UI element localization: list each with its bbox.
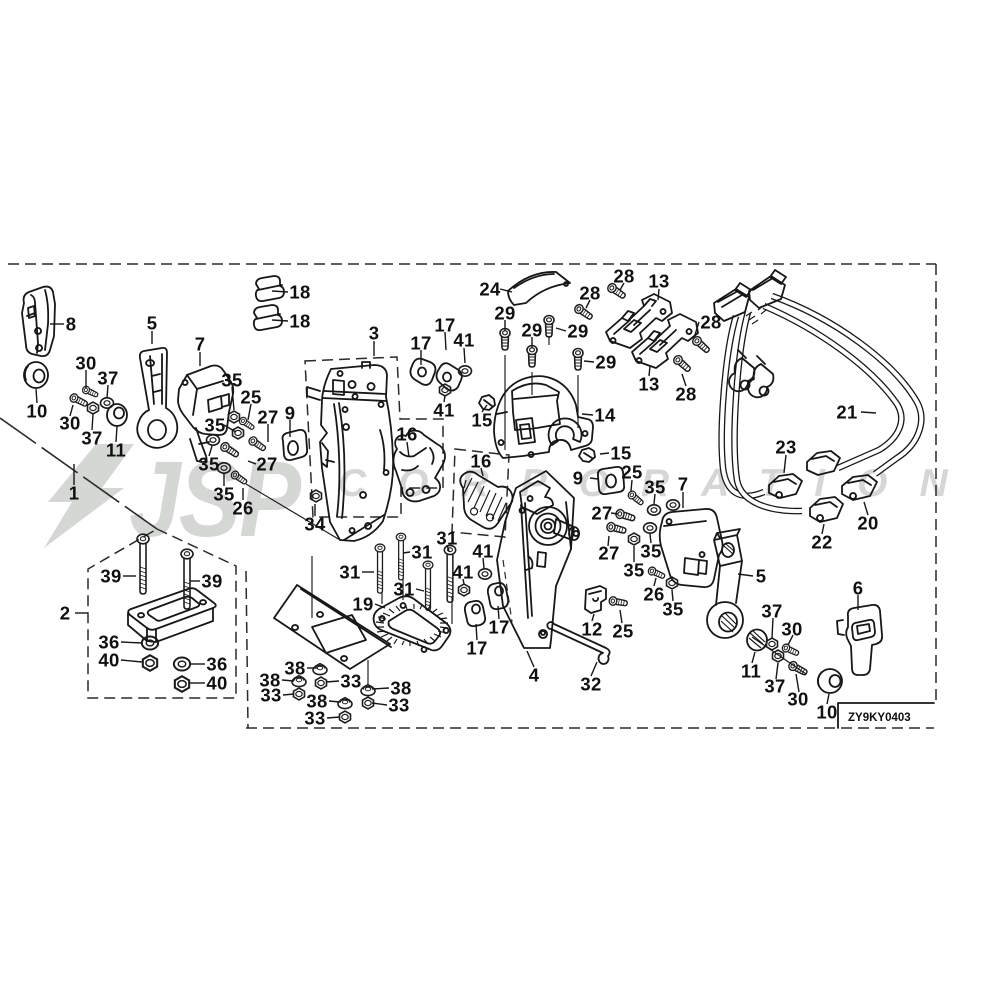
- svg-text:14: 14: [594, 405, 616, 426]
- svg-text:35: 35: [198, 454, 219, 475]
- svg-text:29: 29: [521, 320, 542, 341]
- svg-text:31: 31: [436, 528, 457, 549]
- svg-text:34: 34: [304, 514, 326, 535]
- svg-text:25: 25: [612, 621, 633, 642]
- svg-text:41: 41: [472, 541, 493, 562]
- svg-text:11: 11: [741, 661, 761, 682]
- svg-text:17: 17: [466, 638, 487, 659]
- svg-text:35: 35: [640, 541, 661, 562]
- svg-text:35: 35: [623, 560, 644, 581]
- svg-text:28: 28: [613, 266, 634, 287]
- svg-text:40: 40: [98, 650, 119, 671]
- svg-text:10: 10: [26, 401, 47, 422]
- svg-text:JSP: JSP: [129, 439, 302, 559]
- svg-text:41: 41: [433, 400, 454, 421]
- svg-text:20: 20: [857, 513, 878, 534]
- svg-text:26: 26: [232, 498, 253, 519]
- svg-text:29: 29: [567, 321, 588, 342]
- svg-text:21: 21: [836, 402, 857, 423]
- svg-text:9: 9: [285, 403, 296, 424]
- svg-text:29: 29: [494, 303, 515, 324]
- svg-text:26: 26: [643, 584, 664, 605]
- svg-text:27: 27: [257, 407, 278, 428]
- svg-text:16: 16: [396, 424, 417, 445]
- svg-text:35: 35: [221, 370, 242, 391]
- svg-text:ZY9KY0403: ZY9KY0403: [848, 712, 911, 724]
- svg-text:29: 29: [595, 352, 616, 373]
- svg-text:15: 15: [610, 443, 631, 464]
- svg-text:38: 38: [390, 678, 411, 699]
- svg-text:9: 9: [573, 468, 584, 489]
- svg-text:5: 5: [756, 566, 767, 587]
- svg-text:28: 28: [700, 312, 721, 333]
- svg-text:41: 41: [453, 330, 474, 351]
- svg-text:27: 27: [256, 454, 277, 475]
- svg-text:32: 32: [580, 674, 601, 695]
- svg-text:36: 36: [98, 632, 119, 653]
- svg-text:33: 33: [260, 685, 281, 706]
- svg-text:35: 35: [644, 477, 665, 498]
- svg-text:6: 6: [853, 578, 864, 599]
- svg-text:19: 19: [352, 594, 373, 615]
- svg-text:37: 37: [97, 368, 118, 389]
- svg-text:41: 41: [452, 562, 473, 583]
- svg-text:5: 5: [147, 313, 158, 334]
- svg-text:39: 39: [100, 566, 121, 587]
- svg-text:15: 15: [471, 410, 492, 431]
- svg-text:25: 25: [240, 387, 261, 408]
- svg-text:17: 17: [488, 617, 509, 638]
- svg-text:13: 13: [648, 271, 669, 292]
- svg-text:40: 40: [206, 673, 227, 694]
- svg-text:28: 28: [579, 283, 600, 304]
- svg-text:16: 16: [470, 451, 491, 472]
- svg-text:10: 10: [816, 702, 837, 723]
- svg-text:39: 39: [201, 571, 222, 592]
- svg-text:1: 1: [69, 483, 80, 504]
- svg-text:38: 38: [259, 670, 280, 691]
- svg-text:2: 2: [60, 603, 71, 624]
- svg-text:13: 13: [638, 374, 659, 395]
- svg-text:30: 30: [75, 353, 96, 374]
- svg-text:33: 33: [388, 695, 409, 716]
- svg-text:25: 25: [621, 462, 642, 483]
- svg-text:3: 3: [369, 323, 380, 344]
- svg-text:17: 17: [434, 315, 455, 336]
- svg-text:4: 4: [529, 665, 540, 686]
- svg-text:33: 33: [304, 708, 325, 729]
- svg-text:7: 7: [195, 334, 206, 355]
- svg-text:17: 17: [410, 333, 431, 354]
- svg-text:7: 7: [678, 474, 689, 495]
- svg-text:30: 30: [787, 689, 808, 710]
- svg-text:31: 31: [393, 579, 414, 600]
- svg-text:36: 36: [206, 654, 227, 675]
- svg-text:38: 38: [306, 691, 327, 712]
- svg-text:11: 11: [106, 440, 126, 461]
- svg-text:37: 37: [761, 601, 782, 622]
- svg-text:31: 31: [339, 562, 360, 583]
- svg-text:33: 33: [340, 671, 361, 692]
- svg-text:35: 35: [213, 484, 234, 505]
- svg-text:35: 35: [204, 415, 225, 436]
- svg-text:27: 27: [598, 543, 619, 564]
- svg-text:18: 18: [289, 282, 310, 303]
- svg-text:35: 35: [662, 599, 683, 620]
- svg-text:12: 12: [581, 619, 602, 640]
- svg-text:37: 37: [764, 676, 785, 697]
- svg-text:22: 22: [811, 532, 832, 553]
- svg-text:18: 18: [289, 311, 310, 332]
- svg-text:8: 8: [66, 314, 77, 335]
- svg-text:24: 24: [479, 279, 501, 300]
- svg-text:31: 31: [411, 542, 432, 563]
- svg-text:37: 37: [81, 428, 102, 449]
- svg-text:30: 30: [781, 619, 802, 640]
- svg-text:27: 27: [591, 503, 612, 524]
- svg-text:38: 38: [284, 658, 305, 679]
- svg-text:28: 28: [675, 384, 696, 405]
- svg-text:30: 30: [59, 413, 80, 434]
- svg-text:23: 23: [775, 437, 796, 458]
